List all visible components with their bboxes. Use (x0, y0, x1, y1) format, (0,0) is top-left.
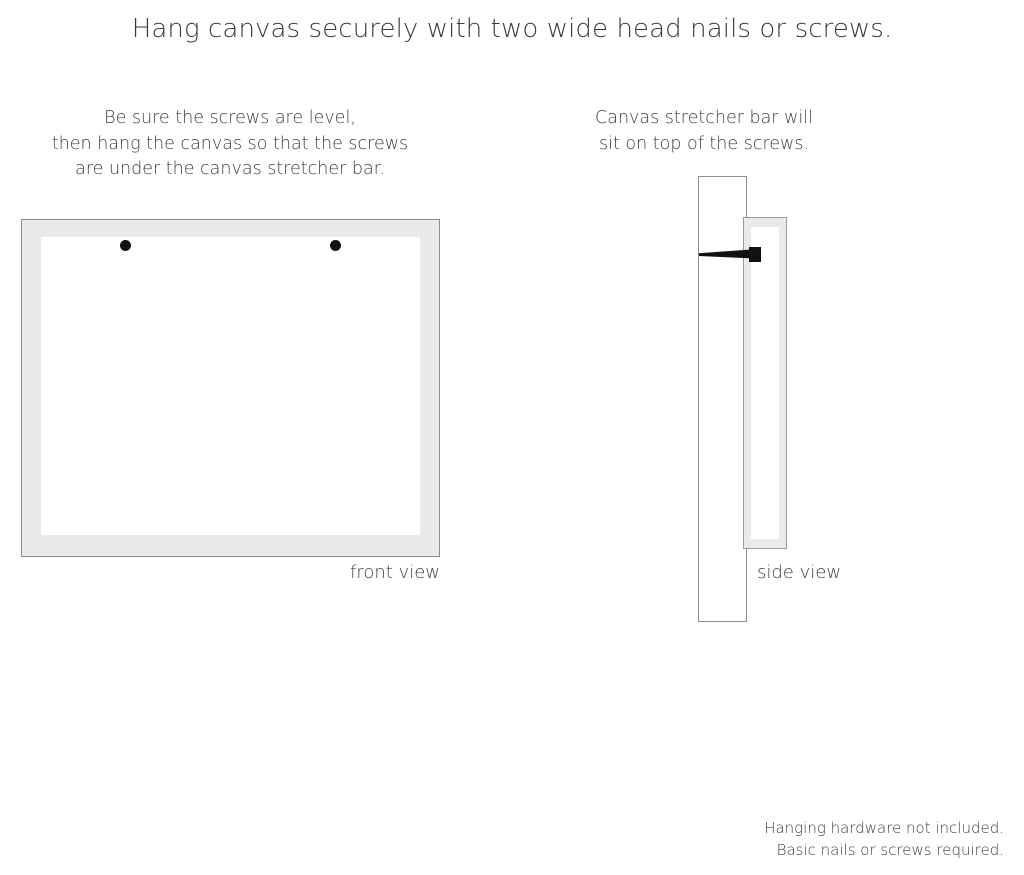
hardware-disclaimer-line-2: Basic nails or screws required. (776, 840, 1004, 859)
screw-side-icon (699, 247, 761, 262)
page-title: Hang canvas securely with two wide head … (131, 14, 893, 44)
front-view-caption: Be sure the screws are level, then hang … (20, 106, 440, 183)
screw-head-right-icon (330, 240, 341, 251)
canvas-face-icon (41, 237, 420, 535)
front-view-label: front view (350, 562, 440, 583)
side-view-caption-line-1: Canvas stretcher bar will (595, 108, 813, 128)
wall-icon (698, 176, 747, 622)
canvas-face-profile-icon (751, 227, 779, 539)
screw-head-left-icon (120, 240, 131, 251)
front-view-caption-line-1: Be sure the screws are level, (104, 108, 356, 128)
hardware-disclaimer-line-1: Hanging hardware not included. (764, 819, 1004, 837)
side-view-diagram (697, 175, 877, 625)
side-view-caption-line-2: sit on top of the screws. (598, 133, 810, 154)
side-view-label: side view (757, 562, 842, 583)
side-view-caption: Canvas stretcher bar will sit on top of … (560, 106, 848, 157)
hardware-disclaimer: Hanging hardware not included. Basic nai… (584, 818, 1004, 861)
front-view-caption-line-3: are under the canvas stretcher bar. (75, 159, 385, 179)
front-view-caption-line-2: then hang the canvas so that the screws (51, 133, 409, 154)
front-view-diagram (21, 219, 440, 557)
